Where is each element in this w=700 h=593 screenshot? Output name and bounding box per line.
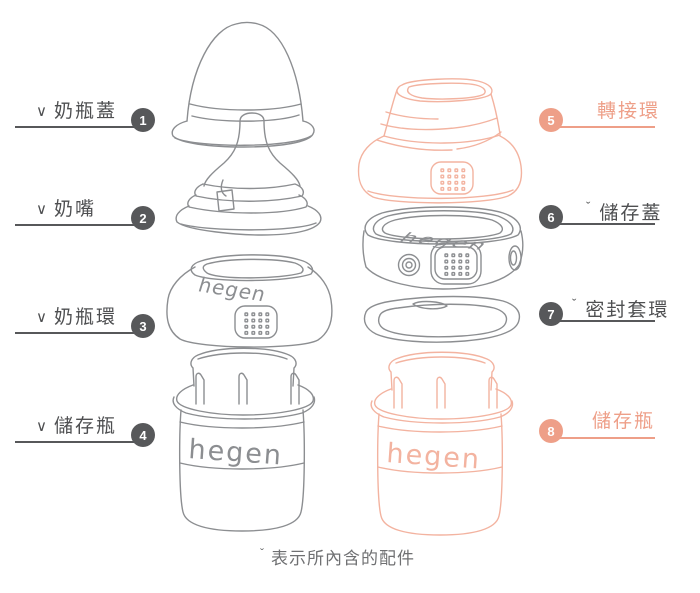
leader-line-5 [551,126,655,128]
included-mark: ∨ [36,309,49,326]
teat-drawing [175,112,322,236]
included-mark: ˇ [572,296,579,311]
part-number-badge-1: 1 [131,108,155,132]
included-mark: ∨ [36,418,49,435]
included-mark: ∨ [36,201,49,218]
adapter-ring-drawing [357,78,523,204]
storage-lid-drawing: hegen [362,206,524,290]
storage-bottle-drawing-left [172,347,316,532]
legend-label-3: ∨奶瓶環 [36,307,117,328]
part-number-badge-8: 8 [539,419,563,443]
part-number-badge-4: 4 [131,423,155,447]
leader-line-3 [15,332,143,334]
leader-line-4 [15,441,143,443]
leader-line-1 [15,126,143,128]
leader-line-2 [15,224,143,226]
legend-label-4: ∨儲存瓶 [36,416,117,437]
part-number-badge-3: 3 [131,314,155,338]
collar-ring-drawing: hegen [166,254,333,348]
storage-bottle-right [370,351,514,536]
part-number-badge-7: 7 [539,302,563,326]
included-mark: ∨ [36,103,49,120]
legend-label-5: 轉接環 [597,101,661,122]
bottle-assembly-left: hegen [166,21,333,532]
bottle-cap-drawing [171,21,315,148]
legend-label-8: 儲存瓶 [592,411,656,432]
included-mark: ˇ [586,199,593,214]
leader-line-7 [551,320,655,322]
part-number-badge-6: 6 [539,205,563,229]
sealing-ring-drawing [363,295,521,343]
part-number-badge-5: 5 [539,108,563,132]
legend-label-2: ∨奶嘴 [36,199,96,220]
included-mark: ˇ [260,546,265,560]
part-number-badge-2: 2 [131,206,155,230]
leader-line-8 [551,437,655,439]
legend-label-1: ∨奶瓶蓋 [36,101,117,122]
leader-line-6 [551,223,655,225]
